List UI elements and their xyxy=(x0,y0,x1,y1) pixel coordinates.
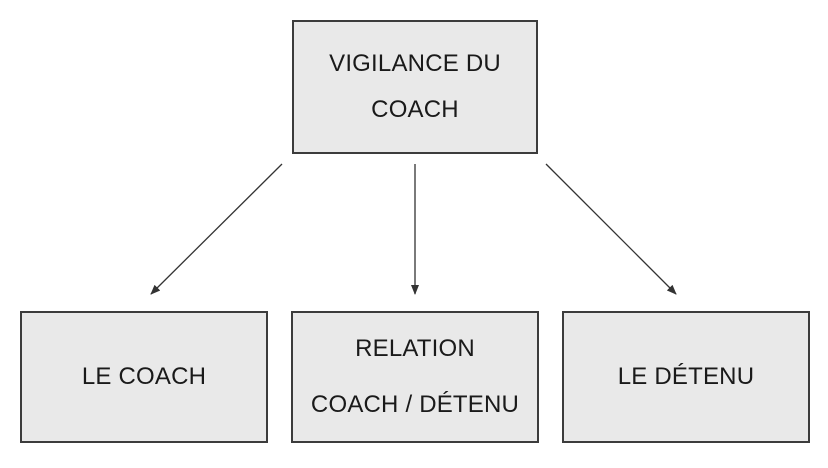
node-label-line-1: RELATION xyxy=(355,335,475,362)
arrow-to-le-detenu xyxy=(545,163,677,295)
node-label: LE DÉTENU xyxy=(617,363,755,390)
node-label: LE COACH xyxy=(81,363,207,390)
node-label-line-2: COACH / DÉTENU xyxy=(310,391,520,418)
node-vigilance-du-coach: VIGILANCE DU COACH xyxy=(292,20,538,154)
node-le-coach: LE COACH xyxy=(20,311,268,443)
arrow-to-le-coach xyxy=(150,163,283,295)
node-le-detenu: LE DÉTENU xyxy=(562,311,810,443)
node-relation-coach-detenu: RELATION COACH / DÉTENU xyxy=(291,311,539,443)
node-label-line-1: VIGILANCE DU xyxy=(329,50,501,77)
node-label-line-2: COACH xyxy=(371,96,459,123)
